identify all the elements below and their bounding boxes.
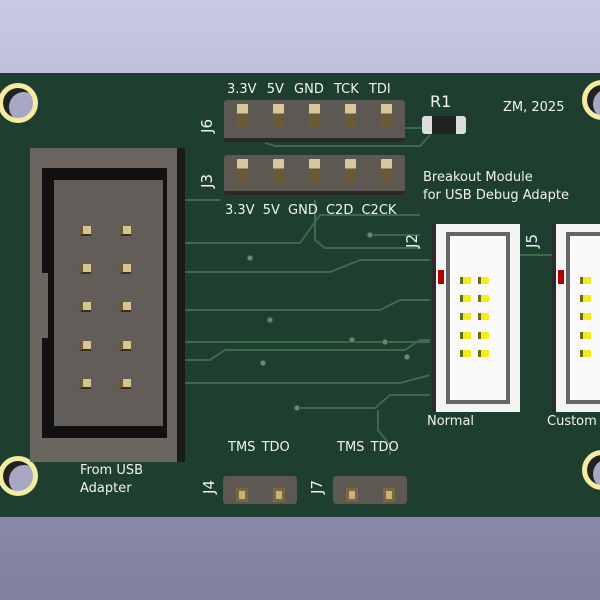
- pin-label: TMS: [228, 440, 256, 455]
- pin: [345, 104, 357, 128]
- pin-label: C2D: [325, 203, 354, 218]
- j1-label-line2: Adapter: [80, 481, 132, 496]
- mounting-hole: [0, 456, 38, 496]
- pin: [79, 226, 91, 236]
- pin: [308, 159, 320, 183]
- j7-pin-labels: TMS TDO: [337, 440, 399, 455]
- pin-label: C2CK: [361, 203, 397, 218]
- j4-pin-labels: TMS TDO: [228, 440, 290, 455]
- trace: [314, 200, 420, 249]
- via: [259, 359, 267, 367]
- j5-ref: J5: [522, 234, 541, 248]
- pin: [235, 488, 248, 502]
- pin: [272, 488, 285, 502]
- j3-header[interactable]: [224, 155, 405, 195]
- j4-ref: J4: [199, 480, 218, 494]
- pin: [272, 104, 284, 128]
- pin-label: TDO: [261, 440, 290, 455]
- pin: [119, 341, 131, 351]
- trace: [185, 214, 420, 244]
- j2-ref: J2: [402, 234, 421, 248]
- pin-label: GND: [288, 203, 318, 218]
- pin-label: 3.3V: [225, 203, 255, 218]
- via: [348, 336, 356, 344]
- trace: [185, 374, 431, 384]
- j6-pin-labels: 3.3V 5V GND TCK TDI: [227, 82, 391, 97]
- pin-label: 3.3V: [227, 82, 257, 97]
- pin: [119, 226, 131, 236]
- j5-box-header[interactable]: [552, 224, 600, 412]
- j3-pin-labels: 3.3V 5V GND C2D C2CK: [225, 203, 396, 218]
- pin-label: TMS: [337, 440, 365, 455]
- via: [403, 353, 411, 361]
- j6-ref: J6: [197, 119, 216, 133]
- j1-idc-connector[interactable]: [30, 148, 185, 462]
- pin: [272, 159, 284, 183]
- credit-text: ZM, 2025: [503, 100, 565, 115]
- trace: [300, 394, 430, 409]
- pin-label: 5V: [262, 203, 280, 218]
- mounting-hole: [0, 83, 38, 123]
- via: [266, 316, 274, 324]
- pin-label: GND: [294, 82, 324, 97]
- trace: [185, 259, 430, 273]
- via: [293, 404, 301, 412]
- r1-ref: R1: [430, 92, 452, 111]
- j4-header[interactable]: [223, 476, 297, 504]
- j1-label-line1: From USB: [80, 463, 144, 478]
- j2-label: Normal: [427, 414, 475, 429]
- pin: [79, 264, 91, 274]
- trace: [264, 134, 431, 147]
- title-line1: Breakout Module: [423, 170, 533, 185]
- pin: [345, 159, 357, 183]
- title-line2: for USB Debug Adapte: [423, 188, 569, 203]
- via: [366, 231, 374, 239]
- pin: [381, 104, 393, 128]
- pin: [382, 488, 395, 502]
- pin: [119, 264, 131, 274]
- pin-label: TCK: [333, 82, 359, 97]
- pin: [345, 488, 358, 502]
- pin-label: TDI: [368, 82, 391, 97]
- via: [381, 338, 389, 346]
- pin: [119, 379, 131, 389]
- pin: [79, 341, 91, 351]
- resistor-r1[interactable]: [422, 116, 466, 134]
- j2-box-header[interactable]: [432, 224, 520, 412]
- trace: [185, 299, 430, 311]
- j7-ref: J7: [307, 480, 326, 494]
- pin: [236, 104, 248, 128]
- pin: [79, 302, 91, 312]
- pin-label: TDO: [370, 440, 399, 455]
- pin-label: 5V: [266, 82, 284, 97]
- j6-header[interactable]: [224, 100, 405, 142]
- pin: [381, 159, 393, 183]
- pin: [308, 104, 320, 128]
- j3-ref: J3: [197, 174, 216, 188]
- trace: [185, 339, 430, 361]
- via: [246, 254, 254, 262]
- pin: [119, 302, 131, 312]
- pin: [79, 379, 91, 389]
- trace: [377, 410, 391, 455]
- pin: [236, 159, 248, 183]
- j5-label: Custom: [547, 414, 597, 429]
- j7-header[interactable]: [333, 476, 407, 504]
